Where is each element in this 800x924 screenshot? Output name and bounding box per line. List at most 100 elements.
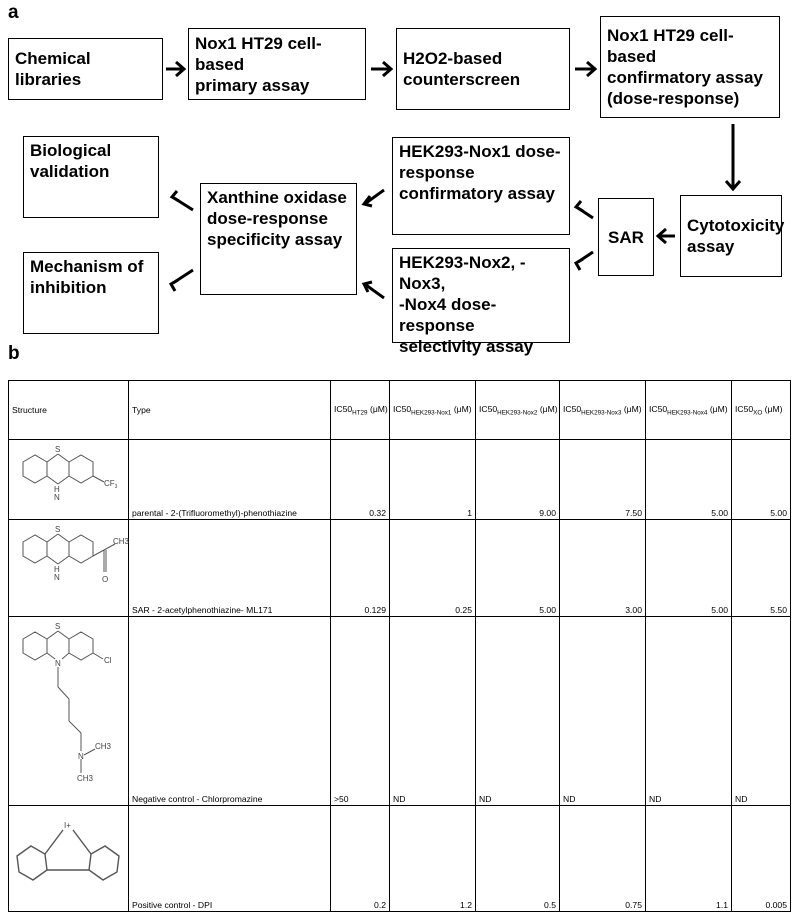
molecule-ring	[68, 631, 94, 662]
table-row: S N Cl N CH3 CH3 Negative control - Chlo…	[8, 616, 791, 806]
box-text: specificity assay	[207, 230, 343, 249]
value-ic50-nox1: 1.2	[389, 804, 476, 913]
header-ic50-nox2: IC50HEK293-Nox2 (μM)	[475, 379, 560, 441]
arrow-down	[724, 124, 742, 192]
molecule-ring	[22, 454, 48, 484]
box-text: selectivity assay	[399, 337, 534, 356]
molecule-bond	[61, 653, 70, 660]
atom-label-text: CF	[104, 479, 115, 488]
value-ic50-xo: 5.50	[731, 519, 791, 618]
atom-label: I+	[64, 821, 71, 830]
atom-label: N	[54, 573, 60, 582]
arrow-right	[371, 60, 394, 78]
box-xanthine-oxidase: Xanthine oxidase dose-response specifici…	[200, 183, 357, 295]
value-ic50-nox1: 0.25	[389, 519, 476, 618]
arrow-diag	[361, 188, 385, 208]
molecule-bond	[92, 652, 104, 660]
atom-label: S	[55, 445, 60, 454]
structure-cell: I+	[8, 804, 129, 913]
structure-cell: S H N CF3	[8, 439, 129, 521]
value-ic50-nox3: 0.75	[559, 804, 646, 913]
value-ic50-nox4: 1.1	[645, 804, 732, 913]
compound-type: Positive control - DPI	[128, 804, 331, 913]
header-ic50-text: IC50	[563, 403, 582, 414]
molecule-bond	[57, 687, 70, 700]
panel-b-label: b	[8, 343, 20, 364]
value-ic50-nox3: 3.00	[559, 519, 646, 618]
molecule-ring	[68, 534, 94, 564]
header-ic50-text: IC50	[649, 403, 668, 414]
box-text: inhibition	[30, 278, 107, 297]
box-text: SAR	[608, 227, 644, 247]
table-row: S H N CF3 parental - 2-(Trifluoromethyl)…	[8, 439, 791, 521]
header-sub: HEK293-Nox4	[667, 409, 708, 417]
atom-label: N	[78, 752, 84, 761]
box-counterscreen: H2O2-based counterscreen	[396, 28, 570, 110]
compound-type: Negative control - Chlorpromazine	[128, 616, 331, 806]
molecule-bond	[83, 748, 96, 756]
value-ic50-ht29: 0.32	[330, 439, 390, 521]
header-unit: (μM)	[623, 403, 642, 414]
box-text: Biological	[30, 141, 112, 160]
molecule-ring	[68, 454, 94, 484]
header-sub: HT29	[352, 409, 368, 417]
table-row: S H N O CH3 SAR - 2-acetylphenothiazine-…	[8, 519, 791, 618]
molecule-bond	[103, 543, 116, 551]
value-ic50-ht29: 0.2	[330, 804, 390, 913]
molecule-bond	[46, 453, 59, 463]
atom-label: CF3	[104, 479, 118, 490]
molecule-bond	[92, 475, 105, 483]
atom-label: N	[54, 493, 60, 502]
header-ic50-nox3: IC50HEK293-Nox3 (μM)	[559, 379, 646, 441]
atom-label: H	[54, 565, 60, 574]
molecule-bond	[68, 721, 82, 734]
value-ic50-nox3: 7.50	[559, 439, 646, 521]
molecule-bond	[72, 829, 92, 855]
box-text: counterscreen	[403, 70, 521, 89]
header-ic50-nox1: IC50HEK293-Nox1 (μM)	[389, 379, 476, 441]
value-ic50-nox2: 0.5	[475, 804, 560, 913]
box-text: response	[399, 163, 475, 182]
box-text: -Nox4 dose-response	[399, 295, 497, 335]
value-ic50-nox2: 5.00	[475, 519, 560, 618]
header-unit: (μM)	[539, 403, 558, 414]
box-text: assay	[687, 237, 735, 256]
box-hek-nox1: HEK293-Nox1 dose- response confirmatory …	[392, 137, 570, 235]
arrow-diag	[169, 190, 194, 212]
header-ic50-text: IC50	[334, 403, 353, 414]
box-text: HEK293-Nox1 dose-	[399, 142, 561, 161]
compound-type: SAR - 2-acetylphenothiazine- ML171	[128, 519, 331, 618]
atom-label-sub: 3	[115, 484, 118, 490]
arrow-diag	[573, 200, 594, 220]
structure-cell: S N Cl N CH3 CH3	[8, 616, 129, 806]
value-ic50-nox1: 1	[389, 439, 476, 521]
arrow-right	[575, 60, 598, 78]
molecule-bond	[46, 631, 59, 640]
box-text: Nox1 HT29 cell-based	[195, 33, 322, 74]
molecule-bond	[92, 549, 105, 557]
value-ic50-ht29: >50	[330, 616, 390, 806]
header-unit: (μM)	[369, 403, 388, 414]
atom-label: N	[55, 659, 61, 668]
atom-label: Cl	[104, 656, 112, 665]
molecule-bond	[44, 829, 64, 855]
header-sub: HEK293-Nox3	[581, 409, 622, 417]
box-chemical-libraries: Chemical libraries	[8, 38, 163, 100]
header-unit: (μM)	[764, 403, 783, 414]
arrow-left	[655, 227, 675, 245]
value-ic50-nox4: 5.00	[645, 519, 732, 618]
value-ic50-xo: ND	[731, 616, 791, 806]
results-table: Structure Type IC50HT29 (μM) IC50HEK293-…	[8, 379, 791, 913]
molecule-ring	[88, 844, 120, 881]
arrow-right	[166, 60, 187, 78]
header-ic50-ht29: IC50HT29 (μM)	[330, 379, 390, 441]
header-sub: HEK293-Nox1	[411, 409, 452, 417]
molecule-bond	[46, 653, 56, 660]
header-ic50-nox4: IC50HEK293-Nox4 (μM)	[645, 379, 732, 441]
molecule-bond	[57, 453, 70, 463]
box-text: primary assay	[195, 75, 310, 95]
header-ic50-text: IC50	[479, 403, 498, 414]
header-sub: XO	[753, 409, 763, 417]
molecule-bond	[46, 475, 59, 485]
compound-type: parental - 2-(Trifluoromethyl)-phenothia…	[128, 439, 331, 521]
